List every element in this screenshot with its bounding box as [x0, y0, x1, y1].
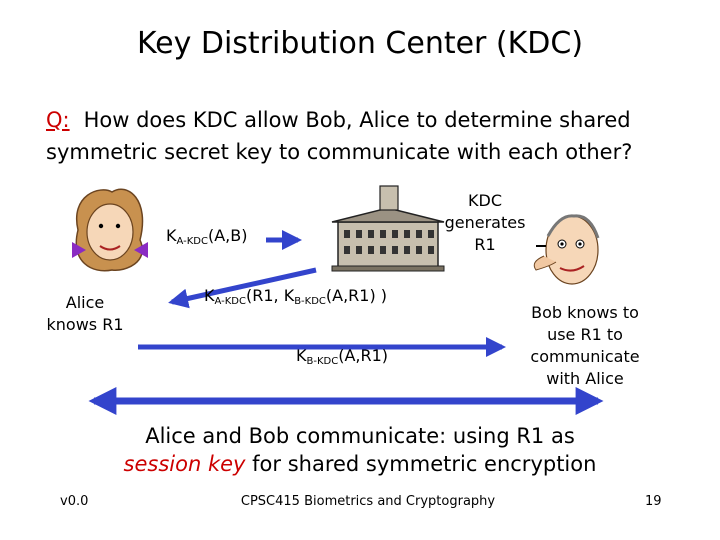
conclusion-line-2: session key for shared symmetric encrypt…: [123, 452, 597, 476]
message-kdc-to-alice: KA-KDC(R1, KB-KDC(A,R1) ): [204, 286, 388, 307]
footer-version: v0.0: [60, 494, 89, 509]
conclusion-line-1: Alice and Bob communicate: using R1 as: [145, 424, 575, 448]
session-key-term: session key: [123, 452, 246, 476]
message-alice-to-bob: KB-KDC(A,R1): [296, 346, 389, 367]
arrow-kdc-to-alice: [168, 267, 317, 309]
question-line-2: symmetric secret key to communicate with…: [46, 140, 633, 164]
question-label: Q:: [46, 108, 70, 132]
message-alice-to-kdc: KA-KDC(A,B): [166, 226, 248, 247]
slide-title: Key Distribution Center (KDC): [136, 26, 584, 61]
question-text-1: How does KDC allow Bob, Alice to determi…: [83, 108, 631, 132]
kdc-building-icon: [331, 185, 445, 272]
bob-icon: [533, 214, 600, 285]
alice-icon: [72, 188, 148, 272]
question-line-1: Q: How does KDC allow Bob, Alice to deter…: [46, 108, 631, 132]
footer-course: CPSC415 Biometrics and Cryptography: [240, 494, 496, 509]
footer-page-number: 19: [645, 494, 662, 509]
